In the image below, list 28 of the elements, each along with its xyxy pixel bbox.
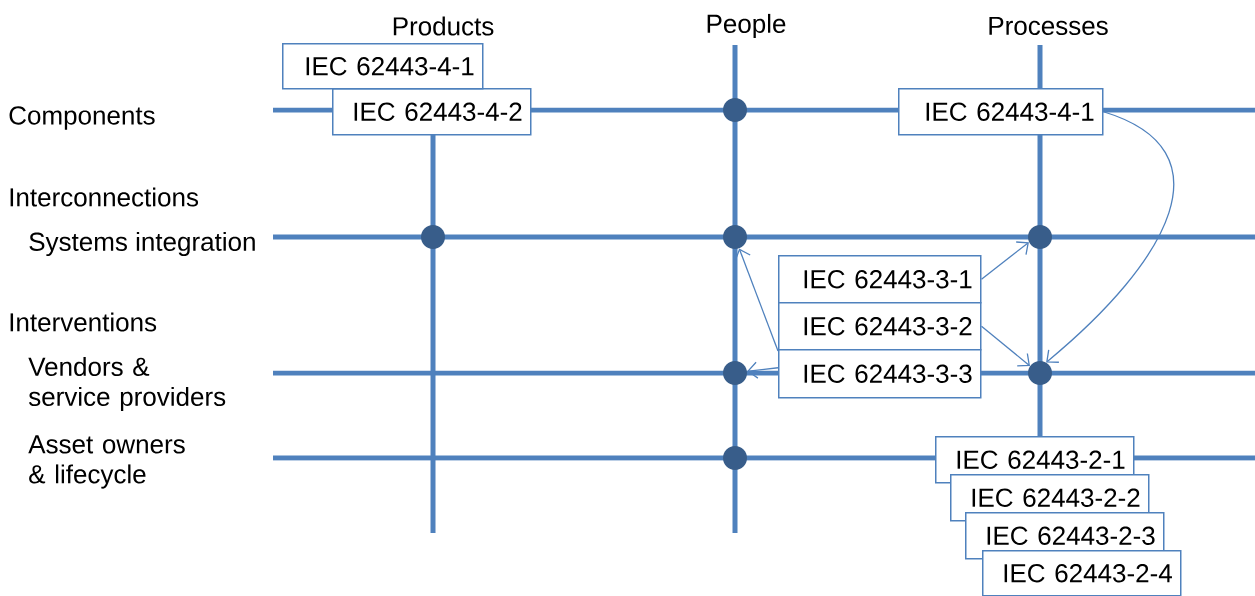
heading-label: Systems integration	[29, 231, 255, 257]
junction-dot	[1028, 361, 1052, 385]
standard-box: IEC 62443-3-1	[778, 255, 982, 304]
heading-label: Interventions	[10, 312, 157, 332]
standard-box: IEC 62443-3-2	[778, 302, 982, 351]
standard-box: IEC 62443-2-4	[982, 550, 1182, 596]
junction-dot	[421, 225, 445, 249]
heading-label: Vendors & service providers	[28, 356, 226, 412]
heading-label: Interconnections	[10, 187, 199, 207]
standard-box: IEC 62443-4-1	[898, 88, 1104, 136]
heading-label: Asset owners & lifecycle	[28, 435, 185, 489]
heading-label: Processes	[989, 16, 1108, 36]
arrow	[747, 361, 779, 379]
standard-box: IEC 62443-4-2	[332, 88, 532, 136]
junction-dot	[723, 446, 747, 470]
heading-label: People	[707, 13, 786, 39]
junction-dot	[723, 98, 747, 122]
standard-box: IEC 62443-4-1	[282, 43, 484, 90]
junction-dot	[1028, 225, 1052, 249]
arrow	[734, 248, 779, 352]
heading-label: Products	[393, 16, 494, 36]
arrow	[980, 325, 1030, 367]
arrow	[980, 241, 1029, 280]
junction-dot	[723, 225, 747, 249]
standard-box: IEC 62443-3-3	[778, 349, 982, 399]
heading-label: Components	[9, 106, 155, 130]
arrow	[1046, 111, 1175, 363]
junction-dot	[723, 361, 747, 385]
